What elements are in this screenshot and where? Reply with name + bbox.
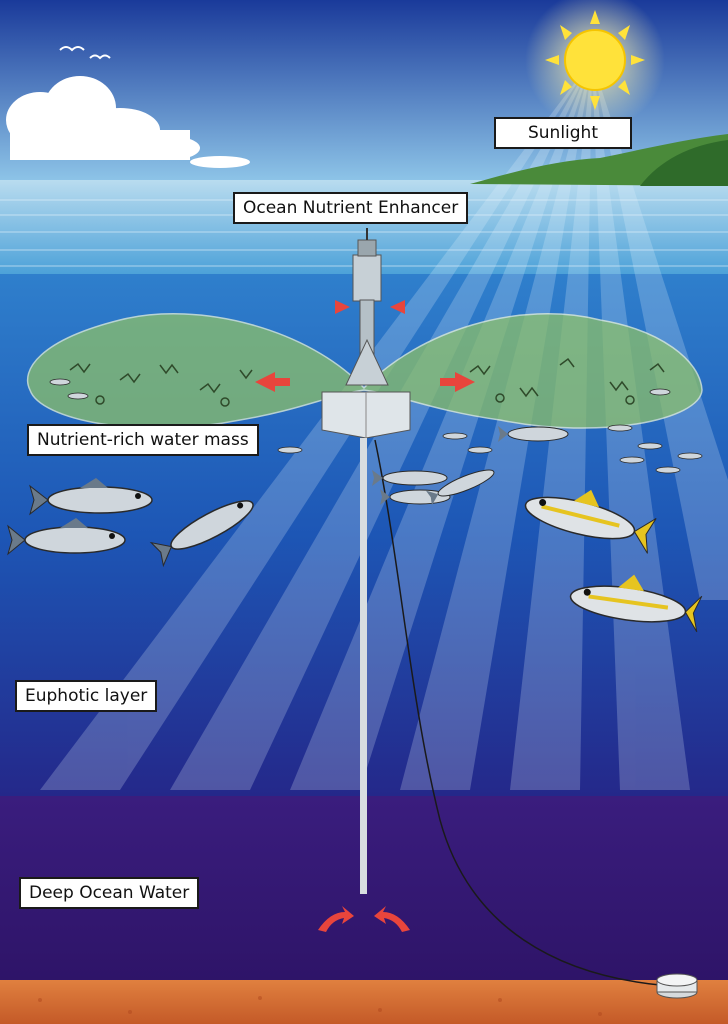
label-deep-ocean-water: Deep Ocean Water [19,877,200,909]
fish-icon [524,489,657,554]
arrow-icon [255,300,475,392]
ocean-nutrient-enhancer [321,228,411,439]
fish-icon [425,469,495,506]
nutrient-rich-water-mass [26,313,703,429]
label-ocean-nutrient-enhancer: Ocean Nutrient Enhancer [233,192,469,224]
anchor-weight-icon [656,973,698,999]
fish-icon [7,518,126,556]
sun-icon [545,10,645,110]
cloud-icon [6,76,250,168]
fish-icon [29,478,153,516]
label-nutrient-rich-water-mass: Nutrient-rich water mass [27,424,259,456]
fish-icon [498,426,569,442]
plankton-icon [69,357,665,407]
fish-icon [569,574,703,633]
label-euphotic-layer: Euphotic layer [15,680,158,712]
deep-water-intake-pipe [360,438,367,894]
fish-icon [49,378,703,474]
label-sunlight: Sunlight [494,117,632,149]
mooring-line [374,439,661,986]
fish-icon [372,470,448,486]
bird-icon [59,46,111,60]
fish-icon [149,500,254,568]
seabed [0,980,728,1024]
